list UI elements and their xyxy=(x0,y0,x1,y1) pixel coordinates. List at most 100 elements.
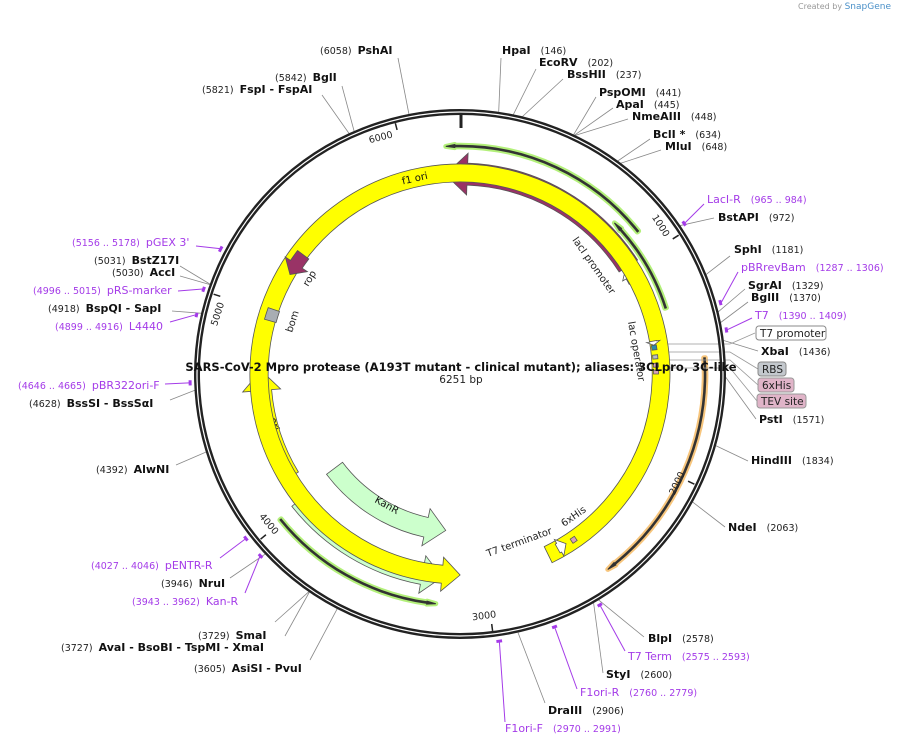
site-name: pBR322ori-F xyxy=(92,379,160,392)
tev-site-box xyxy=(756,393,807,409)
t7-promoter-box xyxy=(755,325,827,341)
site-name: BspQI - SapI xyxy=(86,302,162,315)
restriction-site-label: EcoRV(202) xyxy=(539,56,613,69)
site-name: pGEX 3' xyxy=(146,236,190,249)
feature-tev-site xyxy=(653,369,659,375)
annotation-arc xyxy=(279,518,436,605)
feature-6xhis xyxy=(652,362,659,368)
site-position: (2575 .. 2593) xyxy=(682,652,750,663)
site-position: (5842) xyxy=(275,73,307,84)
t7-promoter-label: T7 promoter xyxy=(759,328,826,340)
primer-binding-mark xyxy=(243,535,249,542)
site-position: (2760 .. 2779) xyxy=(629,688,697,699)
site-name: NmeAIII xyxy=(632,110,681,123)
site-position: (3946) xyxy=(161,579,193,590)
primer-label: pBRrevBam(1287 .. 1306) xyxy=(741,261,884,274)
restriction-site-label: NmeAIII (448) xyxy=(632,110,716,123)
site-name: BclI * xyxy=(653,128,686,141)
feature-leader xyxy=(660,359,759,386)
primer-label: LacI-R(965 .. 984) xyxy=(707,193,807,206)
tick-mark xyxy=(260,534,267,540)
site-position: (448) xyxy=(691,112,717,123)
features: lacIKanRKanRorif1 ori xyxy=(241,152,671,595)
primer-binding-mark xyxy=(551,624,558,630)
site-name: BssHII xyxy=(567,68,606,81)
primer-label: (4899 .. 4916)L4440 xyxy=(55,320,163,333)
site-position: (5156 .. 5178) xyxy=(72,238,140,249)
feature-leader xyxy=(660,351,759,370)
t7-terminator-label: T7 terminator xyxy=(484,526,554,561)
site-name: SgrAI xyxy=(748,279,782,292)
site-name: pENTR-R xyxy=(165,559,213,572)
tick-mark xyxy=(490,623,494,632)
restriction-site-label: (5821)FspI - FspAI xyxy=(202,83,312,96)
feature-lac-operator xyxy=(650,344,658,351)
site-leader xyxy=(321,94,350,134)
site-name: AsiSI - PvuI xyxy=(232,662,302,675)
site-name: pRS-marker xyxy=(107,284,172,297)
restriction-site-label: (3946) NruI xyxy=(161,577,225,590)
site-leader xyxy=(397,57,410,115)
site-name: HindIII xyxy=(751,454,792,467)
site-position: (3943 .. 3962) xyxy=(132,597,200,608)
site-leader xyxy=(705,255,731,276)
primer-leader xyxy=(195,245,220,250)
site-name: pBRrevBam xyxy=(741,261,806,274)
site-name: BstAPI xyxy=(718,211,759,224)
site-position: (4646 .. 4665) xyxy=(18,381,86,392)
restriction-site-label: NdeI(2063) xyxy=(728,521,798,534)
site-position: (1834) xyxy=(802,456,834,467)
site-position: (4628) xyxy=(29,399,61,410)
site-name: HpaI xyxy=(502,44,531,57)
tev-site-label: TEV site xyxy=(760,396,804,408)
site-position: (3727) xyxy=(61,643,93,654)
primer-binding-mark xyxy=(718,299,723,306)
restriction-site-label: HpaI (146) xyxy=(502,44,566,57)
site-leader xyxy=(717,288,746,313)
site-name: FspI - FspAI xyxy=(240,83,313,96)
site-leader xyxy=(522,78,564,117)
snapgene-logo: SnapGene xyxy=(844,2,891,12)
primer-binding-mark xyxy=(218,245,224,253)
restriction-site-label: SphI(1181) xyxy=(734,243,803,256)
site-leader xyxy=(169,389,196,401)
site-position: (1390 .. 1409) xyxy=(779,311,847,322)
site-leader xyxy=(620,149,662,164)
site-name: MluI xyxy=(665,140,692,153)
backbone-inner xyxy=(196,111,724,637)
restriction-site-label: (4918)BspQI - SapI xyxy=(48,302,161,315)
primer-label: T7(1390 .. 1409) xyxy=(754,309,847,322)
his-tag-box-label: 6xHis xyxy=(762,380,791,392)
site-position: (5031) xyxy=(94,256,126,267)
primer-label: (5156 .. 5178) pGEX 3' xyxy=(72,236,189,249)
primer-binding-mark xyxy=(257,553,264,559)
site-name: EcoRV xyxy=(539,56,578,69)
feature-t7-promoter xyxy=(645,339,662,346)
restriction-site-label: (6058)PshAI xyxy=(320,44,392,57)
primer-leader xyxy=(498,642,506,723)
site-position: (2970 .. 2991) xyxy=(553,724,621,735)
restriction-site-label: (5030)AccI xyxy=(112,266,175,279)
feature-rbs xyxy=(652,354,659,360)
site-leader xyxy=(341,85,355,132)
primer-leader xyxy=(169,314,196,323)
site-position: (445) xyxy=(654,100,680,111)
primer-leader xyxy=(727,317,753,331)
site-leader xyxy=(179,265,211,285)
annotation-arc xyxy=(607,357,707,570)
site-leader xyxy=(575,118,629,136)
leader-lines xyxy=(164,57,759,723)
primer-binding-mark xyxy=(194,312,199,318)
feature-bom xyxy=(264,307,281,323)
restriction-site-label: XbaI(1436) xyxy=(761,345,830,358)
site-position: (146) xyxy=(541,46,567,57)
restriction-site-label: HindIII (1834) xyxy=(751,454,834,467)
site-leader xyxy=(179,275,211,286)
tick-label: 3000 xyxy=(472,609,497,623)
restriction-site-label: StyI(2600) xyxy=(606,668,672,681)
site-position: (4392) xyxy=(96,465,128,476)
tick-mark xyxy=(394,123,398,131)
site-name: NruI xyxy=(199,577,226,590)
primer-leader xyxy=(164,382,190,385)
